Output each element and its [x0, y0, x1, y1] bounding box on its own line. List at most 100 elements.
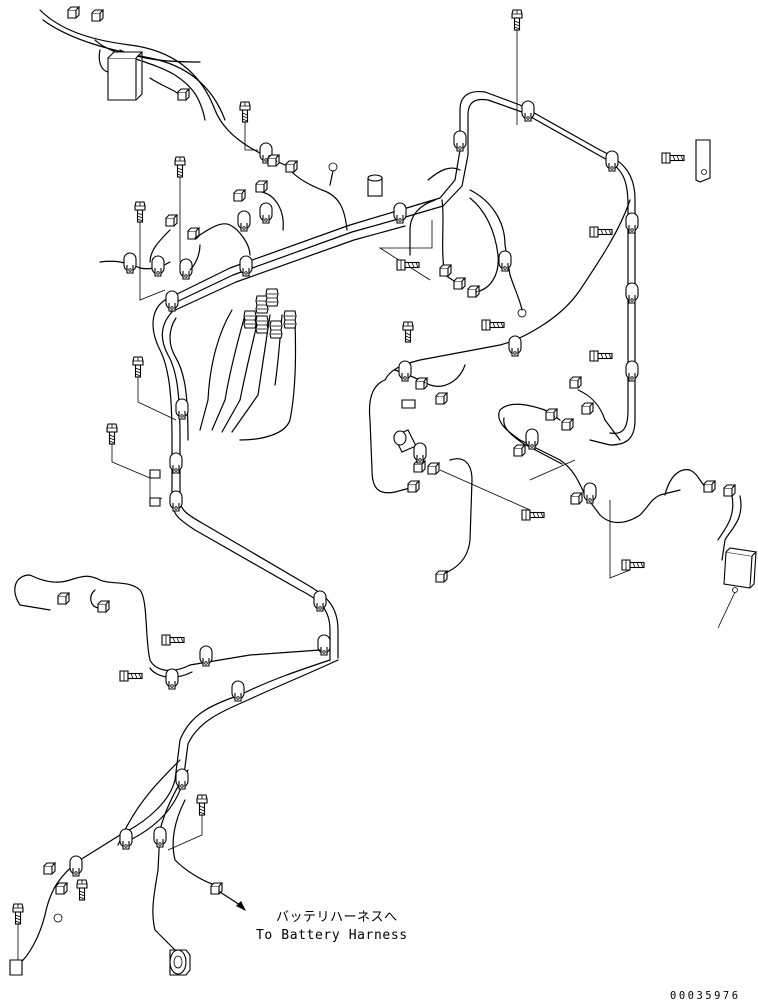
bolt-icon — [239, 101, 251, 123]
clamp-icon — [69, 855, 83, 877]
clamp-icon — [508, 335, 522, 357]
bolt-icon — [106, 423, 118, 445]
connector-icon — [569, 376, 582, 389]
arrow-icon — [236, 901, 246, 911]
clamp-icon — [169, 490, 183, 512]
bolt-icon — [511, 9, 523, 31]
round-connector-icon — [169, 949, 191, 976]
connector-icon — [233, 189, 246, 202]
arrow-line — [219, 891, 241, 906]
connector-icon — [187, 227, 200, 240]
clamp-icon — [123, 252, 137, 274]
clamp-icon — [175, 768, 189, 790]
connector-icon — [43, 862, 56, 875]
clamp-icon — [398, 360, 412, 382]
clamp-icon — [583, 482, 597, 504]
connector-icon — [570, 492, 583, 505]
connector-icon — [723, 484, 736, 497]
connector-icon — [97, 600, 110, 613]
clamp-icon — [498, 250, 512, 272]
sensor-icon — [723, 547, 758, 589]
connector-icon — [439, 264, 452, 277]
terminal-icon — [328, 162, 338, 172]
clamp-icon — [625, 360, 639, 382]
connector-icon — [561, 418, 574, 431]
bolt-icon — [174, 156, 186, 178]
clamp-icon — [521, 100, 535, 122]
annotation-japanese: バッテリハーネスへ — [276, 910, 398, 925]
connector-icon — [165, 214, 178, 227]
relay-icon — [107, 51, 144, 101]
bolt-icon — [134, 201, 146, 223]
boot-icon — [255, 315, 269, 334]
bolt-icon — [589, 226, 613, 238]
connector-icon — [55, 882, 68, 895]
bolt-icon — [521, 509, 545, 521]
bolt-icon — [196, 794, 208, 816]
connector-icon — [285, 160, 298, 173]
connector-icon — [435, 392, 448, 405]
terminal-icon — [517, 308, 527, 318]
boot-icon — [283, 310, 297, 329]
drawing-number: 00035976 — [670, 990, 741, 1002]
clamp-icon — [605, 150, 619, 172]
bolt-icon — [396, 259, 420, 271]
boot-icon — [265, 288, 279, 307]
clamp-icon — [169, 452, 183, 474]
clamp-icon — [313, 590, 327, 612]
connector-icon — [427, 462, 440, 475]
connector-icon — [67, 6, 80, 19]
connector-icon — [407, 480, 420, 493]
connector-icon — [703, 480, 716, 493]
connector-icon — [267, 154, 280, 167]
bolt-icon — [661, 152, 685, 164]
connector-icon — [415, 377, 428, 390]
connector-icon — [177, 88, 190, 101]
clamp-icon — [119, 828, 133, 850]
bolt-icon — [621, 559, 645, 571]
bolt-icon — [132, 356, 144, 378]
clamp-icon — [239, 255, 253, 277]
clamp-icon — [453, 130, 467, 152]
annotation-english: To Battery Harness — [256, 928, 408, 943]
clamp-icon — [175, 398, 189, 420]
connector-icon — [57, 592, 70, 605]
connector-icon — [581, 402, 594, 415]
fuse-icon — [367, 174, 383, 197]
connector-icon — [513, 444, 526, 457]
bolt-icon — [76, 879, 88, 901]
bolt-icon — [402, 321, 414, 343]
clamp-icon — [199, 645, 213, 667]
connector-icon — [545, 408, 558, 421]
terminal-icon — [53, 913, 63, 923]
boot-icon — [269, 320, 283, 339]
clamp-icon — [237, 210, 251, 232]
bolt-icon — [589, 350, 613, 362]
boot-icon — [243, 310, 257, 329]
bolt-icon — [161, 634, 185, 646]
clamp-icon — [317, 634, 331, 656]
clamp-icon — [625, 212, 639, 234]
clamp-icon — [231, 680, 245, 702]
main-trunk-left — [152, 299, 339, 661]
connector-icon — [453, 277, 466, 290]
bracket-icon — [695, 139, 711, 183]
connector-icon — [91, 9, 104, 22]
resistor-icon — [393, 429, 417, 453]
bolt-icon — [481, 319, 505, 331]
bolt-icon — [119, 670, 143, 682]
clamp-icon — [413, 442, 427, 464]
clamp-icon — [525, 428, 539, 450]
connector-icon — [435, 570, 448, 583]
clamp-icon — [259, 202, 273, 224]
clamp-icon — [393, 202, 407, 224]
bolt-icon — [12, 903, 24, 925]
clamp-icon — [165, 290, 179, 312]
clamp-icon — [625, 282, 639, 304]
harness-top-left — [39, 9, 286, 166]
clamp-icon — [151, 255, 165, 277]
connector-icon — [255, 180, 268, 193]
clamp-icon — [153, 826, 167, 848]
clamp-icon — [165, 668, 179, 690]
